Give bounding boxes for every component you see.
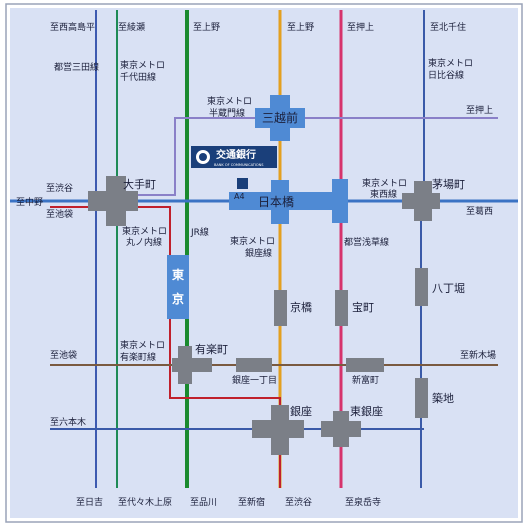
line-hanzomon-label-1: 東京メトロ bbox=[207, 95, 252, 107]
station-name-ginza-itchome: 銀座一丁目 bbox=[232, 374, 277, 386]
dest-ueno-ginza: 至上野 bbox=[287, 22, 314, 33]
station-otemachi-h[interactable] bbox=[88, 191, 138, 211]
bank-exit-label: A4 bbox=[234, 192, 245, 201]
dest-ueno-jr: 至上野 bbox=[193, 22, 220, 33]
bank-exit-marker[interactable] bbox=[237, 178, 248, 189]
bank-logo-box[interactable] bbox=[191, 146, 277, 168]
dest-kitasenju: 至北千住 bbox=[430, 21, 466, 33]
line-marunouchi-label-2: 丸ノ内線 bbox=[126, 236, 162, 248]
line-chiyoda-label-1: 東京メトロ bbox=[120, 59, 165, 71]
station-name-otemachi: 大手町 bbox=[123, 177, 156, 191]
dest-shinkiba: 至新木場 bbox=[460, 349, 496, 361]
station-name-ginza: 銀座 bbox=[290, 404, 312, 418]
dest-shinagawa: 至品川 bbox=[190, 497, 217, 508]
line-marunouchi-label-1: 東京メトロ bbox=[122, 225, 167, 237]
dest-sengakuji: 至泉岳寺 bbox=[345, 496, 381, 508]
dest-kasai: 至葛西 bbox=[466, 205, 493, 217]
station-name-nihonbashi: 日本橋 bbox=[258, 195, 294, 209]
map-background bbox=[10, 8, 518, 518]
station-takaracho[interactable] bbox=[335, 290, 348, 326]
station-name-shintomicho: 新富町 bbox=[352, 374, 379, 386]
line-asakusa-label: 都営浅草線 bbox=[344, 236, 389, 248]
station-yurakucho-h[interactable] bbox=[172, 358, 212, 372]
station-nihonbashi-v1[interactable] bbox=[271, 180, 289, 224]
map-frame bbox=[5, 3, 523, 523]
station-nihonbashi-v2[interactable] bbox=[332, 179, 348, 223]
dest-ikebukuro-left: 至池袋 bbox=[46, 208, 73, 220]
dest-roppongi: 至六本木 bbox=[50, 416, 86, 428]
station-name-mitsukoshimae: 三越前 bbox=[262, 110, 298, 125]
station-mitsukoshimae-h[interactable] bbox=[255, 108, 305, 128]
station-kayabacho-h[interactable] bbox=[402, 193, 440, 209]
station-kyobashi[interactable] bbox=[274, 290, 287, 326]
dest-shibuya-bottom: 至渋谷 bbox=[285, 496, 312, 508]
station-name-kyobashi: 京橋 bbox=[290, 300, 312, 314]
dest-ikebukuro-mid: 至池袋 bbox=[50, 349, 77, 361]
line-tozai-label-2: 東西線 bbox=[370, 188, 397, 200]
station-tokyo[interactable] bbox=[167, 255, 189, 319]
station-name-kayabacho: 茅場町 bbox=[432, 178, 465, 191]
station-name-tsukiji: 築地 bbox=[432, 391, 454, 405]
dest-yoyogi: 至代々木上原 bbox=[118, 496, 172, 508]
station-ginza-itchome[interactable] bbox=[236, 358, 272, 372]
station-name-hatchobori: 八丁堀 bbox=[432, 282, 465, 295]
line-tozai-label-1: 東京メトロ bbox=[362, 177, 407, 189]
line-ginza-label-2: 銀座線 bbox=[245, 247, 272, 259]
hanzomon-line bbox=[137, 117, 498, 196]
station-name-tokyo-2: 京 bbox=[172, 291, 184, 306]
station-higashi-ginza-h[interactable] bbox=[321, 421, 361, 437]
station-name-yurakucho: 有楽町 bbox=[195, 342, 228, 356]
line-yurakucho-label-1: 東京メトロ bbox=[120, 339, 165, 351]
line-hanzomon-label-2: 半蔵門線 bbox=[209, 107, 245, 119]
station-ginza-h[interactable] bbox=[252, 420, 304, 438]
dest-shinjuku: 至新宿 bbox=[238, 496, 265, 508]
line-hibiya-label-1: 東京メトロ bbox=[428, 57, 473, 69]
line-hibiya-label-2: 日比谷線 bbox=[428, 69, 464, 81]
station-hatchobori[interactable] bbox=[415, 268, 428, 306]
line-jr-label: JR線 bbox=[190, 226, 209, 238]
dest-ayase: 至綾瀬 bbox=[118, 21, 145, 33]
dest-nishi-takashimadaira: 至西高島平 bbox=[50, 21, 95, 33]
dest-oshiage-right: 至押上 bbox=[466, 104, 493, 116]
dest-hibiya-bottom: 至日吉 bbox=[76, 497, 103, 508]
line-mita-label: 都営三田線 bbox=[54, 61, 99, 73]
bank-subname: BANK OF COMMUNICATIONS bbox=[214, 163, 264, 167]
dest-nakano: 至中野 bbox=[16, 196, 43, 208]
dest-oshiage-top: 至押上 bbox=[347, 21, 374, 33]
bank-name: 交通銀行 bbox=[216, 148, 256, 161]
station-name-takaracho: 宝町 bbox=[352, 300, 374, 314]
dest-shibuya-left: 至渋谷 bbox=[46, 182, 73, 194]
station-name-tokyo-1: 東 bbox=[172, 267, 184, 282]
station-tsukiji[interactable] bbox=[415, 378, 428, 418]
line-chiyoda-label-2: 千代田線 bbox=[120, 71, 156, 83]
station-name-higashi-ginza: 東銀座 bbox=[350, 404, 383, 418]
line-ginza-label-1: 東京メトロ bbox=[230, 235, 275, 247]
line-yurakucho-label-2: 有楽町線 bbox=[120, 351, 156, 363]
station-shintomicho[interactable] bbox=[346, 358, 384, 372]
bank-logo-icon-inner bbox=[199, 153, 207, 161]
